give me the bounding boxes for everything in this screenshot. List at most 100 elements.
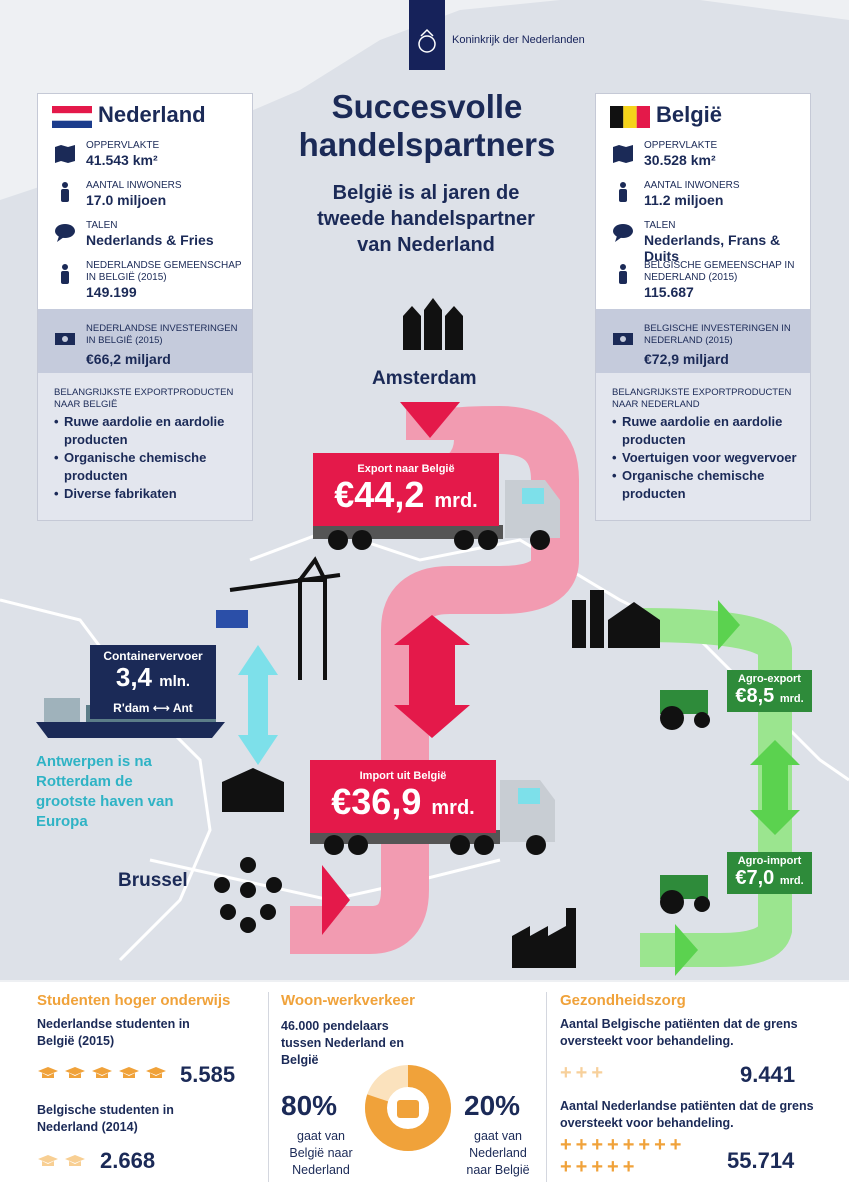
export-products-list: Ruwe aardolie en aardolie producten Orga… <box>54 413 254 503</box>
coat-of-arms-logo <box>409 0 445 70</box>
agro-flow-path <box>639 608 792 967</box>
import-box: Import uit België €36,9 mrd. <box>310 760 496 833</box>
route-from: R'dam <box>113 701 150 715</box>
export-products-block: BELANGRIJKSTE EXPORTPRODUCTEN NAAR NEDER… <box>596 373 810 520</box>
tractor-icon <box>660 690 710 914</box>
health-be-label: Aantal Belgische patiënten dat de grens … <box>560 1017 798 1048</box>
list-item: Voertuigen voor wegvervoer <box>612 449 812 467</box>
health-be-value: 9.441 <box>740 1062 796 1087</box>
commute-left-pct: 80% <box>281 1090 338 1121</box>
investments-block: BELGISCHE INVESTERINGEN IN NEDERLAND (20… <box>596 309 810 373</box>
plus-icons: +++ <box>560 1062 608 1084</box>
agro-export-unit: mrd. <box>779 693 804 705</box>
area-label: OPPERVLAKTE <box>86 140 160 151</box>
city-brussel: Brussel <box>118 870 188 891</box>
investments-value: €72,9 miljard <box>644 351 729 367</box>
graduation-cap-icon <box>65 1067 85 1078</box>
list-item: Ruwe aardolie en aardolie producten <box>612 413 812 449</box>
agro-export-label: Agro-export <box>738 673 801 685</box>
investments-label: BELGISCHE INVESTERINGEN IN NEDERLAND (20… <box>644 323 791 346</box>
atomium-icon <box>214 857 282 933</box>
city-amsterdam: Amsterdam <box>372 368 477 389</box>
container-value: 3,4 <box>115 662 153 692</box>
languages-label: TALEN <box>644 220 676 231</box>
graduation-cap-icon <box>92 1067 112 1078</box>
population-value: 17.0 miljoen <box>86 192 167 208</box>
graduation-cap-icon <box>65 1155 85 1166</box>
arrow-right <box>718 600 740 650</box>
country-name: Nederland <box>98 102 206 127</box>
area-value: 30.528 km² <box>644 152 716 168</box>
agro-import-value: €7,0 <box>735 867 775 889</box>
graduation-caps <box>37 1154 91 1173</box>
page-title: Succesvolle handelspartners <box>298 88 556 163</box>
belgian-flag-icon <box>610 106 650 128</box>
commute-left-text: gaat van België naar Nederland <box>289 1129 353 1177</box>
person-icon <box>619 264 627 284</box>
export-products-label: BELANGRIJKSTE EXPORTPRODUCTEN NAAR BELGI… <box>54 387 234 410</box>
export-products-block: BELANGRIJKSTE EXPORTPRODUCTEN NAAR BELGI… <box>38 373 252 520</box>
dutch-flag-icon <box>52 106 92 128</box>
commute-donut <box>365 1065 451 1151</box>
area-label: OPPERVLAKTE <box>644 140 718 151</box>
panel-belgie: België OPPERVLAKTE 30.528 km² AANTAL INW… <box>595 93 811 521</box>
graduation-caps <box>37 1066 172 1085</box>
investments-block: NEDERLANDSE INVESTERINGEN IN BELGIË (201… <box>38 309 252 373</box>
list-item: Ruwe aardolie en aardolie producten <box>54 413 254 449</box>
commute-right-text: gaat van Nederland naar België <box>466 1129 530 1177</box>
container-label: Containervervoer <box>103 649 203 663</box>
truck-icon <box>310 780 555 855</box>
divider <box>268 992 269 1182</box>
divider <box>546 992 547 1182</box>
languages-value: Nederlands & Fries <box>86 232 214 248</box>
donut-share-arc <box>365 1065 451 1151</box>
factory-icon <box>512 908 576 968</box>
banknote-icon <box>55 333 75 345</box>
route-to: Ant <box>172 701 193 715</box>
community-label: BELGISCHE GEMEENSCHAP IN NEDERLAND (2015… <box>644 260 795 283</box>
speech-bubble-icon <box>613 224 633 242</box>
export-unit: mrd. <box>434 490 478 512</box>
export-products-list: Ruwe aardolie en aardolie producten Voer… <box>612 413 812 503</box>
container-unit: mln. <box>159 673 191 690</box>
agro-export-box: Agro-export €8,5 mrd. <box>727 670 812 712</box>
trade-flow-path <box>290 405 579 954</box>
health-nl-label: Aantal Nederlandse patiënten dat de gren… <box>560 1099 814 1130</box>
country-name: België <box>656 102 723 127</box>
commute-right-pct: 20% <box>464 1090 521 1121</box>
page-subtitle: België is al jaren de tweede handelspart… <box>317 182 535 256</box>
graduation-cap-icon <box>146 1067 166 1078</box>
export-products-label: BELANGRIJKSTE EXPORTPRODUCTEN NAAR NEDER… <box>612 387 792 410</box>
list-item: Organische chemische producten <box>612 467 812 503</box>
map-icon <box>55 145 75 163</box>
area-value: 41.543 km² <box>86 152 158 168</box>
map-icon <box>613 145 633 163</box>
arrow-right <box>322 865 350 935</box>
person-icon <box>61 182 69 202</box>
container-block <box>216 610 248 628</box>
population-label: AANTAL INWONERS <box>86 180 182 191</box>
investments-label: NEDERLANDSE INVESTERINGEN IN BELGIË (201… <box>86 323 238 346</box>
community-value: 149.199 <box>86 284 137 300</box>
green-double-arrow <box>750 740 800 835</box>
agro-import-label: Agro-import <box>737 855 802 867</box>
export-label: Export naar België <box>357 463 455 475</box>
commute-heading: Woon-werkverkeer <box>281 992 415 1009</box>
container-route: R'dam ⟷ Ant <box>90 697 216 719</box>
investments-value: €66,2 miljard <box>86 351 171 367</box>
population-label: AANTAL INWONERS <box>644 180 740 191</box>
arrow-down <box>400 402 460 438</box>
health-heading: Gezondheidszorg <box>560 992 686 1009</box>
community-label: NEDERLANDSE GEMEENSCHAP IN BELGIË (2015) <box>86 260 242 283</box>
import-label: Import uit België <box>359 770 447 782</box>
students-be-value: 2.668 <box>100 1148 156 1173</box>
banknote-icon <box>613 333 633 345</box>
students-nl-label: Nederlandse studenten in België (2015) <box>37 1017 190 1048</box>
students-be-label: Belgische studenten in Nederland (2014) <box>37 1103 174 1134</box>
students-nl-value: 5.585 <box>180 1062 236 1087</box>
health-nl-value: 55.714 <box>727 1148 795 1173</box>
briefcase-icon <box>397 1100 419 1118</box>
bottom-stats: Studenten hoger onderwijs Nederlandse st… <box>0 982 849 1200</box>
agro-export-value: €8,5 <box>735 685 775 707</box>
double-arrow <box>394 615 470 738</box>
